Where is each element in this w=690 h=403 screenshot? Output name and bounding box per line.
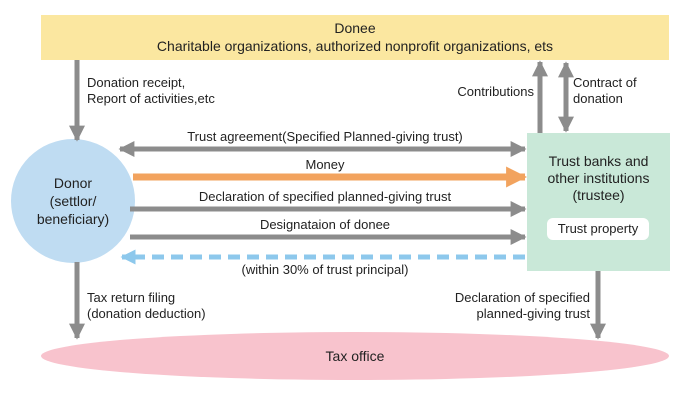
donee-shape [41,15,669,60]
donor-shape [11,139,135,263]
donor-node: Donor (settlor/ beneficiary) [11,139,135,263]
trust-bank-node: Trust banks and other institutions (trus… [527,133,670,271]
tax-return-line-1: Tax return filing [87,290,176,305]
trust-agreement-label: Trust agreement(Specified Planned-giving… [187,129,463,144]
donee-title: Donee [334,20,376,36]
trust-bank-shape [527,133,670,271]
trustee-declaration-line-1: Declaration of specified [454,290,590,305]
donation-receipt-line-1: Donation receipt, [87,75,186,90]
designation-label: Designataion of donee [259,217,391,232]
declaration-label: Declaration of specified planned-giving … [198,189,452,204]
donor-role-2: beneficiary) [36,211,110,227]
trust-bank-line-3: (trustee) [572,187,625,203]
trust-property-box: Trust property [547,218,649,240]
trustee-declaration-line-2: planned-giving trust [476,306,590,321]
trustee-declaration-label: Declaration of specified planned-giving … [400,290,590,322]
tax-return-label: Tax return filing (donation deduction) [87,290,206,322]
contract-line-1: Contract of [573,75,637,90]
trust-bank-line-2: other institutions [547,170,650,186]
tax-return-line-2: (donation deduction) [87,306,206,321]
tax-office-node: Tax office [41,332,669,380]
within-30-percent-label: (within 30% of trust principal) [241,262,409,277]
donee-subtitle: Charitable organizations, authorized non… [156,38,554,54]
tax-office-label: Tax office [325,348,385,364]
trust-bank-line-1: Trust banks and [548,153,649,169]
contract-line-2: donation [573,91,623,106]
donee-box: Donee Charitable organizations, authoriz… [41,15,669,60]
donation-receipt-line-2: Report of activities,etc [87,91,215,106]
donation-receipt-label: Donation receipt, Report of activities,e… [87,75,215,107]
contract-label: Contract of donation [573,75,637,107]
donor-label: Donor [53,175,93,191]
tax-office-shape [41,332,669,380]
donor-role-1: (settlor/ [49,193,97,209]
money-label: Money [305,157,345,172]
contributions-label: Contributions [457,84,534,99]
